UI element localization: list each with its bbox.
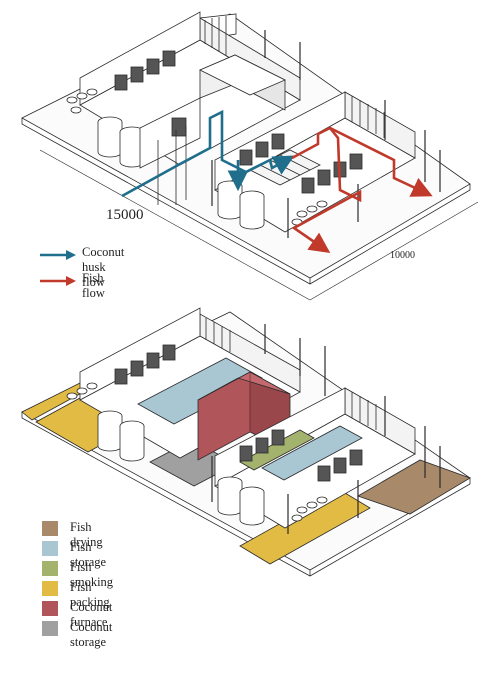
- color-swatch: [42, 621, 58, 636]
- color-swatch: [42, 581, 58, 596]
- tanks-left: [97, 116, 145, 168]
- back-windows: [114, 50, 176, 91]
- columns-top: [211, 30, 441, 238]
- dimension-length-label: 15000: [106, 207, 144, 223]
- zone-fish-drying-front: [357, 459, 471, 515]
- zone-legend-label: Coconut furnace: [70, 600, 113, 629]
- dimension-line-length: [39, 149, 311, 301]
- columns-bottom: [211, 324, 441, 534]
- zone-legend-label: Fish drying: [70, 520, 103, 549]
- arrow-right-icon: [40, 250, 76, 260]
- front-windows: [239, 133, 363, 194]
- bottom-zone-diagram: [21, 307, 471, 577]
- arrow-right-icon: [40, 276, 76, 286]
- zone-legend-label: Coconut storage: [70, 620, 113, 649]
- coconut-husk-flow-path: [121, 109, 295, 198]
- front-windows-zones: [239, 429, 363, 482]
- zone-legend-label: Fish packing: [70, 580, 110, 609]
- barrels-top: [66, 88, 98, 114]
- dimension-line-width: [309, 201, 479, 301]
- zone-legend-label: Fish smoking: [70, 560, 114, 589]
- flow-legend-label: Coconut husk flow: [82, 245, 125, 289]
- zone-legend-label: Fish storage: [70, 540, 107, 569]
- middle-partition: [139, 97, 201, 205]
- barrels-front: [291, 200, 328, 226]
- back-windows-zones: [114, 344, 176, 385]
- zone-fish-storage-back: [137, 357, 263, 425]
- zone-fish-storage-front: [261, 425, 363, 481]
- color-swatch: [42, 561, 58, 576]
- color-swatch: [42, 541, 58, 556]
- tanks-right: [217, 180, 265, 230]
- color-swatch: [42, 521, 58, 536]
- dimension-width-label: 10000: [390, 250, 415, 261]
- top-building-diagram: [21, 11, 479, 301]
- color-swatch: [42, 601, 58, 616]
- zone-coconut-furnace: [197, 371, 291, 461]
- flow-legend-label: Fish flow: [82, 271, 105, 300]
